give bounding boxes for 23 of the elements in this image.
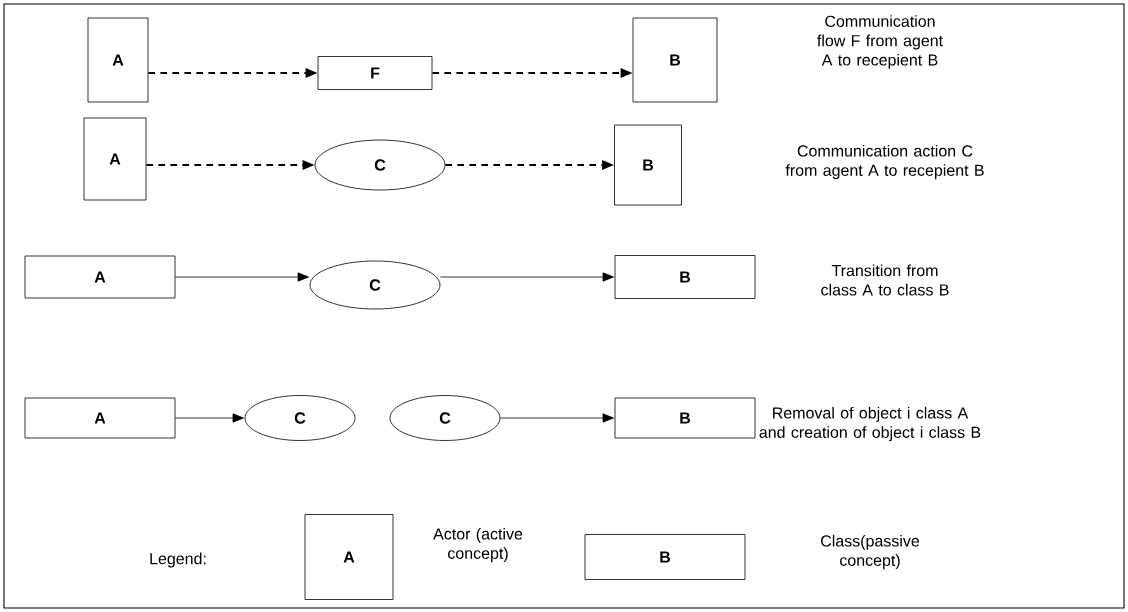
arrow — [440, 272, 614, 282]
box-node: A — [87, 17, 149, 103]
ellipse-node: C — [309, 260, 441, 310]
description-text: Communication flow F from agent A to recepient B — [817, 15, 943, 69]
legend-text: Class(passive concept) — [821, 534, 920, 570]
box-node: A — [24, 255, 176, 299]
box-node: B — [614, 255, 756, 299]
description-text: Transition from class A to class B — [821, 264, 949, 296]
box-node: A — [24, 397, 176, 439]
ellipse-node: C — [244, 395, 356, 441]
box-node: F — [317, 56, 433, 90]
arrow — [175, 413, 244, 423]
legend-title: Legend: — [150, 552, 206, 568]
arrow — [175, 272, 309, 282]
box-node: A — [83, 117, 147, 201]
description-text: Communication action C from agent A to recepient B — [785, 144, 984, 180]
arrow — [500, 413, 614, 423]
legend-text: Actor (active concept) — [433, 527, 523, 563]
box-node: B — [632, 17, 718, 103]
box-node: B — [614, 124, 682, 206]
box-node: B — [614, 397, 756, 439]
ellipse-node: C — [389, 395, 501, 441]
ellipse-node: C — [314, 139, 446, 191]
